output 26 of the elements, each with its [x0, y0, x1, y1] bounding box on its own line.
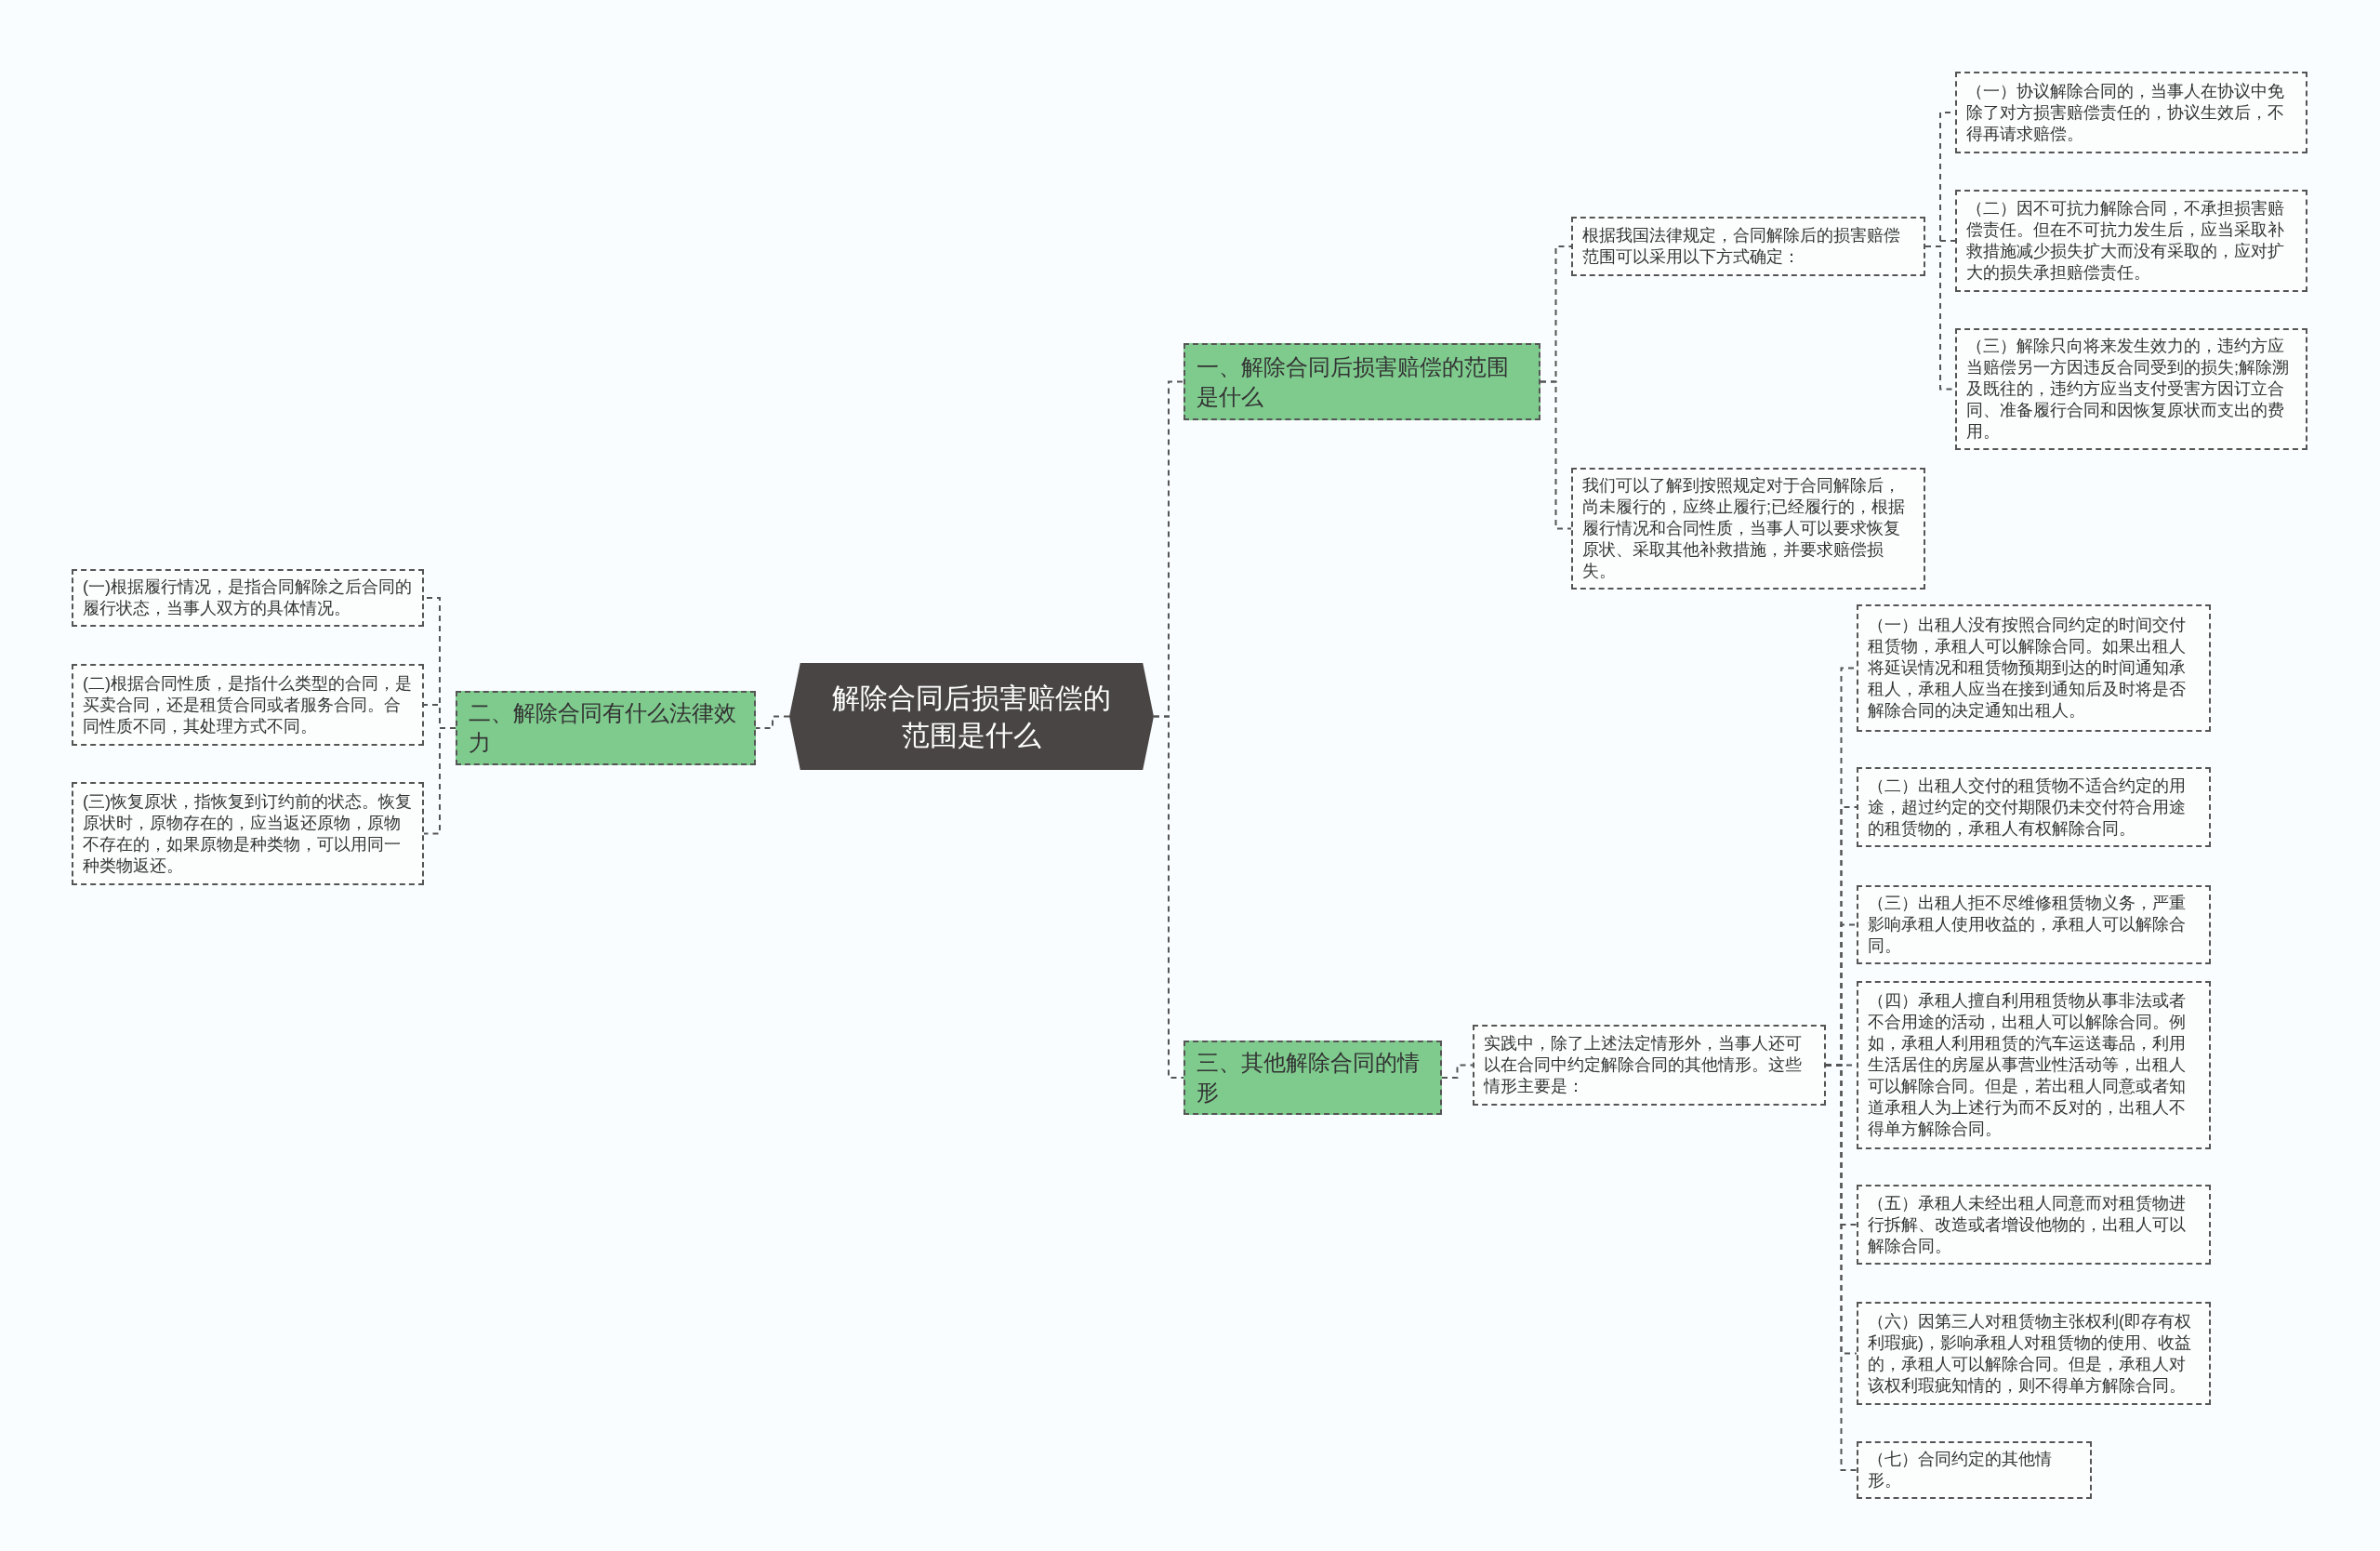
- branch-box: 一、解除合同后损害赔偿的范围是什么: [1183, 343, 1540, 420]
- note-box: （六）因第三人对租赁物主张权利(即存有权利瑕疵)，影响承租人对租赁物的使用、收益的，承租人可以解除合同。但是，承租人对该权利瑕疵知情的，则不得单方解除合同。: [1857, 1302, 2211, 1405]
- note-box: （三）解除只向将来发生效力的，违约方应当赔偿另一方因违反合同受到的损失;解除溯及既往的，违约方应当支付受害方因订立合同、准备履行合同和因恢复原状而支出的费用。: [1955, 328, 2307, 450]
- topic-hexagon: [789, 663, 1154, 770]
- note-box: 实践中，除了上述法定情形外，当事人还可以在合同中约定解除合同的其他情形。这些情形主要是：: [1473, 1025, 1826, 1106]
- branch-box: 二、解除合同有什么法律效力: [456, 691, 756, 765]
- connector-line: [1540, 380, 1572, 530]
- connector-line: [1441, 1064, 1474, 1079]
- note-box: （七）合同约定的其他情形。: [1857, 1441, 2092, 1499]
- note-box: (三)恢复原状，指恢复到订约前的状态。恢复原状时，原物存在的，应当返还原物，原物不存在的，如果原物是种类物，可以用同一种类物返还。: [72, 782, 424, 885]
- connector-line: [1153, 715, 1184, 1079]
- connector-line: [423, 727, 456, 835]
- note-box: （五）承租人未经出租人同意而对租赁物进行拆解、改造或者增设他物的，出租人可以解除合同。: [1857, 1185, 2211, 1265]
- topic-text: 解除合同后损害赔偿的范围是什么: [831, 681, 1112, 752]
- note-box: （二）出租人交付的租赁物不适合约定的用途，超过约定的交付期限仍未交付符合用途的租赁物的，承租人有权解除合同。: [1857, 767, 2211, 847]
- note-box: （二）因不可抗力解除合同，不承担损害赔偿责任。但在不可抗力发生后，应当采取补救措施减少损失扩大而没有采取的，应对扩大的损失承担赔偿责任。: [1955, 190, 2307, 292]
- note-box: （三）出租人拒不尽维修租赁物义务，严重影响承租人使用收益的，承租人可以解除合同。: [1857, 885, 2211, 964]
- note-box: （一）出租人没有按照合同约定的时间交付租赁物，承租人可以解除合同。如果出租人将延误情况和租赁物预期到达的时间通知承租人，承租人应当在接到通知后及时将是否解除合同的决定通知出租人。: [1857, 604, 2211, 732]
- note-box: 根据我国法律规定，合同解除后的损害赔偿范围可以采用以下方式确定：: [1571, 217, 1925, 276]
- branch-box: 三、其他解除合同的情形: [1183, 1041, 1442, 1115]
- note-box: （四）承租人擅自利用租赁物从事非法或者不合用途的活动，出租人可以解除合同。例如，承租人利用租赁的汽车运送毒品，利用生活居住的房屋从事营业性活动等，出租人可以解除合同。但是，若出租人同意或者知道承租人为上述行为而不反对的，出租人不得单方解除合同。: [1857, 981, 2211, 1149]
- note-box: （一）协议解除合同的，当事人在协议中免除了对方损害赔偿责任的，协议生效后，不得再请求赔偿。: [1955, 72, 2307, 153]
- note-box: (一)根据履行情况，是指合同解除之后合同的履行状态，当事人双方的具体情况。: [72, 569, 424, 627]
- connector-line: [755, 715, 790, 729]
- note-box: 我们可以了解到按照规定对于合同解除后，尚未履行的，应终止履行;已经履行的，根据履行情况和合同性质，当事人可以要求恢复原状、采取其他补救措施，并要求赔偿损失。: [1571, 468, 1925, 590]
- note-box: (二)根据合同性质，是指什么类型的合同，是买卖合同，还是租赁合同或者服务合同。合同性质不同，其处理方式不同。: [72, 664, 424, 746]
